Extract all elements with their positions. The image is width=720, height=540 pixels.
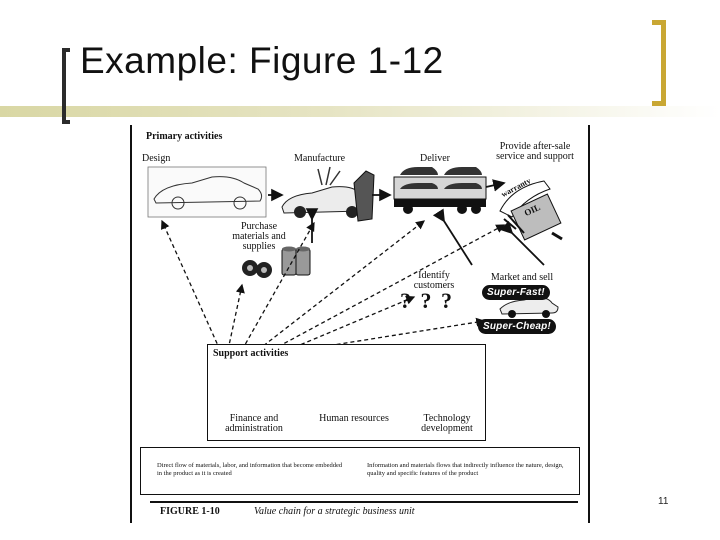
caption-label: FIGURE 1-10 <box>160 506 220 517</box>
market-car-icon <box>499 296 559 318</box>
legend-solid-text: Direct flow of materials, labor, and inf… <box>157 462 343 477</box>
label-identify-customers: Identify customers <box>413 270 455 291</box>
label-market-sell: Market and sell <box>490 272 554 283</box>
label-purchase: Purchase materials and supplies <box>232 221 286 252</box>
legend-box: Direct flow of materials, labor, and inf… <box>140 447 580 495</box>
primary-flow-arrows <box>268 179 545 266</box>
manufacture-car-icon <box>281 166 375 222</box>
question-marks: ? ? ? <box>400 288 454 313</box>
delivery-truck-icon <box>393 167 487 214</box>
label-manufacture: Manufacture <box>294 153 346 164</box>
support-activities-box: Support activities Finance and administr… <box>207 344 486 441</box>
label-design: Design <box>142 153 171 164</box>
primary-activities-heading: Primary activities <box>146 131 223 142</box>
design-car-sketch-icon <box>147 166 267 218</box>
value-chain-figure: Primary activities Design Manufacture De… <box>130 125 590 523</box>
label-human-resources: Human resources <box>319 413 389 424</box>
warranty-oil-icon <box>499 180 563 241</box>
super-fast-badge: Super-Fast! <box>482 285 550 300</box>
page-number: 11 <box>658 496 669 507</box>
label-deliver: Deliver <box>420 153 450 164</box>
right-bracket-decoration <box>652 20 666 106</box>
super-cheap-badge: Super-Cheap! <box>478 319 556 334</box>
left-bracket-decoration <box>62 48 70 124</box>
legend-dashed-text: Information and materials flows that ind… <box>367 462 564 477</box>
materials-barrels-tires-icon <box>242 246 311 278</box>
label-finance: Finance and administration <box>225 413 283 434</box>
label-technology: Technology development <box>421 413 473 434</box>
support-activities-heading: Support activities <box>213 348 289 359</box>
title-underline-bar <box>0 106 720 117</box>
caption-text: Value chain for a strategic business uni… <box>254 506 415 517</box>
slide-title: Example: Figure 1-12 <box>80 40 444 81</box>
figure-caption: FIGURE 1-10 Value chain for a strategic … <box>150 501 578 521</box>
label-after-sale: Provide after-sale service and support <box>496 141 574 162</box>
